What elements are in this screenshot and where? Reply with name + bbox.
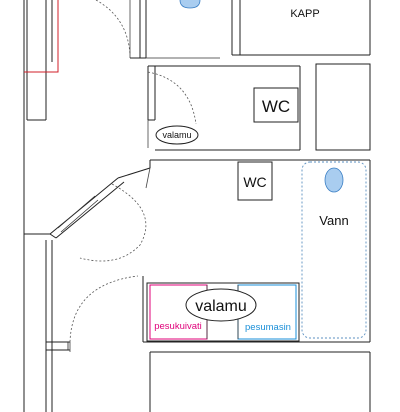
upper-wc-door-swing xyxy=(147,71,197,148)
upper-middle-walls xyxy=(130,0,220,59)
top-fixture xyxy=(179,0,201,9)
diagonal-door xyxy=(49,167,151,239)
lower-wc-fixture: WC xyxy=(237,161,273,201)
lower-left-walls xyxy=(24,233,70,412)
lower-door-swing xyxy=(69,275,139,352)
main-bathroom-walls xyxy=(142,159,371,353)
laundry-counter: pesukuivati pesumasin valamu xyxy=(146,282,300,342)
valamu-small-label: valamu xyxy=(162,130,191,140)
pesukuivati-label: pesukuivati xyxy=(154,321,202,332)
upper-door-swing xyxy=(95,0,131,58)
large-sink xyxy=(185,288,257,322)
pesumasin-label: pesumasin xyxy=(245,322,291,333)
valamu-large-label: valamu xyxy=(195,298,247,315)
vann-label: Vann xyxy=(319,213,348,228)
red-highlight-outline xyxy=(24,0,59,73)
kapp-label: KAPP xyxy=(290,8,319,20)
wc-upper-label: WC xyxy=(262,97,290,116)
small-sink: valamu xyxy=(155,125,199,145)
wc-lower-label: WC xyxy=(243,174,266,190)
right-closet xyxy=(315,63,371,151)
bathtub: Vann xyxy=(301,161,367,339)
kapp-closet: KAPP xyxy=(231,0,371,56)
bottom-room xyxy=(149,352,371,412)
upper-wc-room xyxy=(147,65,301,151)
upper-wc-fixture: WC xyxy=(253,87,299,123)
diagonal-door-swing xyxy=(79,167,151,262)
bathtub-drain xyxy=(324,167,344,193)
